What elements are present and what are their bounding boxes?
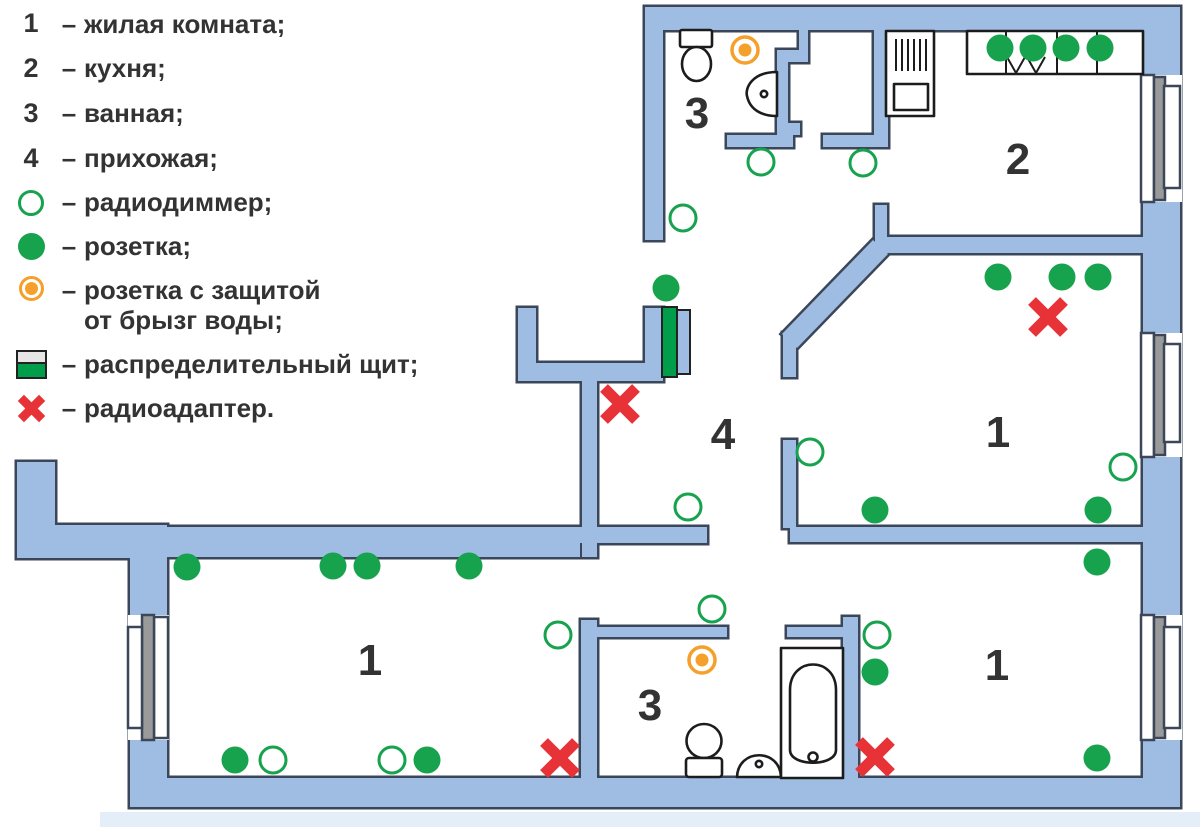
splash-socket-icon [18,275,44,301]
radio-adapter-symbol [1028,297,1068,337]
radio-adapter-symbol [855,737,895,777]
socket-symbol [1048,263,1076,291]
room-label: 4 [711,410,736,459]
room-number-4: 4 [23,142,39,173]
legend-label-line1: розетка с защитой [84,274,321,305]
window [1139,73,1182,204]
legend-dash: – [61,392,77,423]
legend-row-radio-dimmer: – радиодиммер; [8,187,418,218]
radio-adapter-symbol [600,384,640,424]
sink-icon [735,754,783,779]
socket-symbol [319,552,347,580]
window [1139,331,1182,459]
socket-symbol [861,496,889,524]
room-number-1: 1 [23,8,39,38]
radio-dimmer-symbol [848,148,878,178]
distribution-board-icon [15,349,47,379]
toilet-icon [684,722,724,779]
legend-row-kitchen: 2 – кухня; [8,53,418,85]
legend-row-hallway: 4 – прихожая; [8,143,418,175]
socket-symbol [1083,744,1111,772]
socket-symbol [986,34,1014,62]
socket-symbol [861,658,889,686]
socket-symbol [1052,34,1080,62]
room-label: 1 [986,408,1010,457]
socket-symbol [1083,548,1111,576]
legend-label: распределительный щит; [84,349,419,380]
legend-dash: – [61,143,77,174]
legend-label: кухня; [84,53,166,84]
socket-symbol [455,552,483,580]
room-number-3: 3 [23,97,39,128]
legend-row-distribution-board: – распределительный щит; [8,349,418,380]
radio-dimmer-symbol [377,745,407,775]
room-label: 1 [358,636,382,685]
socket-symbol [1086,34,1114,62]
legend-label: радиоадаптер. [84,392,275,423]
legend-dash: – [61,8,77,39]
radio-dimmer-symbol [258,745,288,775]
socket-symbol [652,274,680,302]
socket-symbol [353,552,381,580]
socket-symbol [1019,34,1047,62]
legend-label: радиодиммер; [84,187,273,218]
bathtub-icon [779,646,845,780]
room-label: 3 [685,89,709,138]
radio-dimmer-symbol [795,437,825,467]
toilet-icon [678,28,714,83]
distribution-board [661,306,678,378]
radio-dimmer-icon [18,189,44,216]
legend: 1 – жилая комната; 2 – кухня; 3 – ванная… [8,8,418,423]
socket-symbol [221,746,249,774]
radio-adapter-symbol [540,738,580,778]
socket-symbol [984,263,1012,291]
legend-label: прихожая; [84,143,218,174]
room-label: 3 [638,681,662,730]
radio-dimmer-symbol [543,620,573,650]
distribution-board [676,309,691,375]
radio-dimmer-symbol [746,147,776,177]
legend-label: жилая комната; [84,8,286,39]
legend-dash: – [61,187,77,218]
socket-icon [17,232,45,260]
socket-symbol [1084,263,1112,291]
radio-dimmer-symbol [668,203,698,233]
sink-icon [745,70,779,118]
splash-socket-symbol [738,43,752,57]
legend-label-line2: от брызг воды; [84,305,283,336]
legend-dash: – [61,274,77,305]
legend-label: ванная; [84,98,184,129]
legend-dash: – [61,349,77,380]
legend-row-radio-adapter: – радиоадаптер. [8,393,418,424]
radio-dimmer-symbol [697,594,727,624]
legend-label: розетка; [84,231,191,262]
socket-symbol [173,553,201,581]
legend-dash: – [61,53,77,84]
room-label: 2 [1006,135,1030,184]
radio-dimmer-symbol [673,492,703,522]
ground-strip [100,812,1200,827]
radio-dimmer-symbol [862,620,892,650]
legend-dash: – [61,231,77,262]
room-label: 1 [985,641,1009,690]
legend-row-bathroom: 3 – ванная; [8,98,418,130]
legend-dash: – [61,98,77,129]
legend-row-socket: – розетка; [8,231,418,262]
room-number-2: 2 [23,52,39,83]
legend-row-splash-socket: – розетка с защитой от брызг воды; [8,275,418,336]
legend-row-living-room: 1 – жилая комната; [8,8,418,40]
window [126,613,170,742]
stove-icon [884,29,936,118]
windows [126,73,1182,742]
socket-symbol [1084,496,1112,524]
splash-socket-symbol [695,653,709,667]
radio-dimmer-symbol [1108,452,1138,482]
window [1139,613,1182,742]
radio-adapter-icon [17,394,45,422]
socket-symbol [413,746,441,774]
